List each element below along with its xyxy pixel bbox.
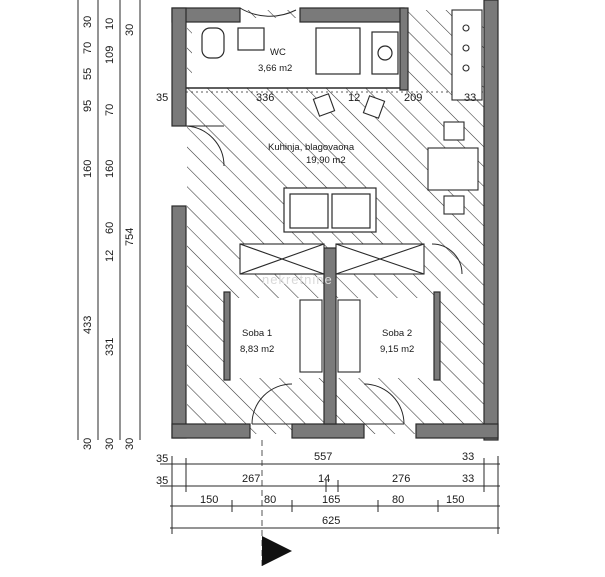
dimension-label: 30 bbox=[104, 438, 116, 450]
door-entry-icon bbox=[185, 125, 225, 167]
bottom-dimension-labels: 35 557 33 35 267 14 276 33 150 80 165 80… bbox=[156, 451, 474, 527]
dimension-label: 336 bbox=[256, 92, 274, 104]
shower-icon bbox=[315, 27, 361, 75]
entry-arrow-icon bbox=[262, 536, 292, 566]
dimension-label: 30 bbox=[124, 438, 136, 450]
watermark: nekretnine bbox=[262, 272, 333, 287]
dimension-label: 209 bbox=[404, 92, 422, 104]
dimension-label: 30 bbox=[124, 24, 136, 36]
dimension-label: 433 bbox=[82, 316, 94, 334]
dimension-label: 14 bbox=[318, 473, 330, 485]
wall-right bbox=[483, 0, 499, 441]
dining-table bbox=[427, 121, 479, 215]
washbasin-icon bbox=[237, 27, 265, 51]
dimension-label: 10 bbox=[104, 18, 116, 30]
wall-left-upper bbox=[171, 7, 187, 127]
dimension-label: 33 bbox=[462, 451, 474, 463]
dimension-label: 12 bbox=[104, 250, 116, 262]
dimension-label: 150 bbox=[200, 494, 218, 506]
left-dimension-lines bbox=[77, 0, 141, 440]
wall-bottom-right bbox=[415, 423, 499, 439]
dimension-label: 35 bbox=[156, 453, 168, 465]
dimension-label: 331 bbox=[104, 338, 116, 356]
door-soba2-icon bbox=[363, 383, 405, 425]
dimension-label: 95 bbox=[82, 100, 94, 112]
dimension-label: 33 bbox=[464, 92, 476, 104]
dimension-label: 754 bbox=[124, 228, 136, 246]
dimension-label: 160 bbox=[82, 160, 94, 178]
dimension-label: 80 bbox=[392, 494, 404, 506]
dimension-label: 150 bbox=[446, 494, 464, 506]
washing-machine-icon bbox=[371, 31, 399, 75]
sofa bbox=[283, 187, 377, 233]
dimension-label: 30 bbox=[82, 438, 94, 450]
wall-bottom-mid bbox=[291, 423, 365, 439]
soba1-area: 8,83 m2 bbox=[240, 344, 274, 355]
wall-soba1-left bbox=[223, 291, 231, 381]
wardrobes bbox=[239, 243, 425, 275]
dimension-label: 267 bbox=[242, 473, 260, 485]
dimension-label: 70 bbox=[82, 42, 94, 54]
dimension-label: 35 bbox=[156, 92, 168, 104]
dimension-label: 276 bbox=[392, 473, 410, 485]
door-bath-icon bbox=[239, 7, 297, 22]
dimension-label: 30 bbox=[82, 16, 94, 28]
toilet-icon bbox=[201, 27, 225, 59]
dimension-label: 35 bbox=[156, 475, 168, 487]
wall-bottom-left bbox=[171, 423, 251, 439]
wc-dimension-labels: 35 336 12 209 33 bbox=[156, 92, 476, 104]
door-soba1-icon bbox=[251, 383, 293, 425]
wc-area: 3,66 m2 bbox=[258, 63, 292, 74]
dimension-label: 12 bbox=[348, 92, 360, 104]
left-dimension-labels: 30 70 55 95 160 433 30 10 109 70 160 60 … bbox=[82, 16, 136, 450]
wall-soba-mid bbox=[323, 247, 337, 425]
walls bbox=[171, 0, 499, 441]
dimension-label: 60 bbox=[104, 222, 116, 234]
dimension-label: 33 bbox=[462, 473, 474, 485]
soba1-name: Soba 1 bbox=[242, 328, 272, 339]
coffee-table bbox=[312, 93, 386, 119]
wall-left-lower bbox=[171, 205, 187, 439]
wc-name: WC bbox=[270, 47, 286, 58]
wc-partition bbox=[186, 87, 484, 93]
dimension-label: 55 bbox=[82, 68, 94, 80]
wall-wc-right bbox=[399, 7, 409, 91]
wc-fixtures bbox=[201, 27, 399, 75]
dimension-label: 625 bbox=[322, 515, 340, 527]
dimension-label: 160 bbox=[104, 160, 116, 178]
bottom-dimension-lines bbox=[160, 456, 500, 534]
dimension-label: 165 bbox=[322, 494, 340, 506]
dimension-label: 80 bbox=[264, 494, 276, 506]
doors bbox=[185, 7, 463, 425]
wall-soba2-right bbox=[433, 291, 441, 381]
dimension-label: 557 bbox=[314, 451, 332, 463]
dimension-label: 70 bbox=[104, 104, 116, 116]
soba2-name: Soba 2 bbox=[382, 328, 412, 339]
kitchen-counter bbox=[451, 9, 483, 101]
kitchen-area: 19,90 m2 bbox=[306, 155, 346, 166]
dimension-label: 109 bbox=[104, 46, 116, 64]
kitchen-name: Kuhinja, blagovaona bbox=[268, 142, 355, 153]
room-labels: WC 3,66 m2 Kuhinja, blagovaona 19,90 m2 … bbox=[240, 47, 414, 355]
soba2-area: 9,15 m2 bbox=[380, 344, 414, 355]
wall-top-mid bbox=[299, 7, 405, 23]
beds bbox=[299, 299, 361, 373]
